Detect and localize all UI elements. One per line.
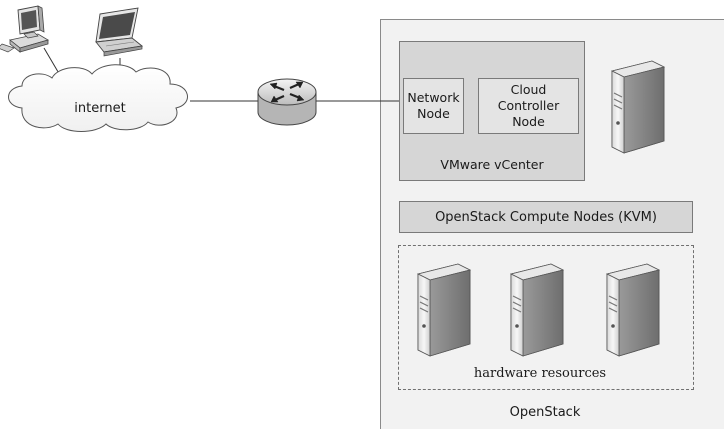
- hardware-resources-group: [398, 245, 694, 390]
- internet-label: internet: [74, 101, 126, 116]
- desktop-computer-icon: [0, 5, 49, 53]
- hardware-resources-label: hardware resources: [473, 366, 607, 381]
- vmware-vcenter-label: VMware vCenter: [440, 157, 544, 172]
- cloud-icon: [8, 64, 188, 132]
- openstack-label: OpenStack: [509, 405, 581, 420]
- network-node-box: Network Node: [403, 78, 464, 134]
- laptop-icon: [95, 7, 144, 57]
- openstack-compute-nodes-bar: OpenStack Compute Nodes (KVM): [399, 201, 693, 233]
- server-icon: [611, 60, 665, 154]
- router-icon: [257, 78, 317, 126]
- cloud-controller-node-box: Cloud Controller Node: [478, 78, 579, 134]
